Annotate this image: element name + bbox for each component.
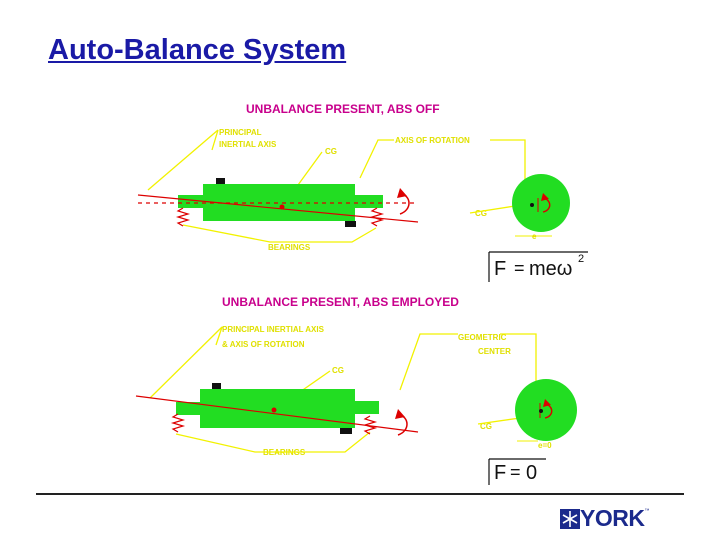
- label-eccentricity: e: [532, 232, 537, 241]
- label-geometric-center-2: CENTER: [478, 347, 511, 356]
- formula-equals: =: [514, 258, 525, 278]
- bearing-right: [369, 207, 385, 227]
- heading-abs-employed: UNBALANCE PRESENT, ABS EMPLOYED: [222, 295, 459, 309]
- label-principal-inertial-axis-rotation-1: PRINCIPAL INERTIAL AXIS: [222, 325, 325, 334]
- end-view-cg-dot: [539, 409, 543, 413]
- label-cg: CG: [325, 147, 337, 156]
- rotation-arrowhead: [395, 409, 405, 419]
- label-cg-circle: CG: [480, 422, 492, 431]
- shaft-left: [178, 195, 206, 208]
- cg-point: [279, 204, 285, 210]
- formula-rhs: 0: [526, 462, 537, 484]
- cg-point: [271, 407, 277, 413]
- slide-title: Auto-Balance System: [48, 34, 347, 66]
- principal-inertial-axis-line: [137, 194, 419, 223]
- principal-inertial-axis-line: [135, 395, 419, 433]
- footer-rule: [36, 493, 684, 495]
- rotor-body: [200, 389, 355, 428]
- unbalance-mass-top: [216, 178, 225, 184]
- york-logo-wordmark: YORK: [580, 505, 645, 531]
- label-principal-inertial-axis-rotation-2: & AXIS OF ROTATION: [222, 340, 305, 349]
- label-eccentricity-zero: e=0: [538, 441, 552, 450]
- formula-rhs: meω: [529, 258, 572, 280]
- end-view-circle: [515, 379, 577, 441]
- formula-abs-off: F = meω 2: [488, 251, 588, 282]
- bearing-left: [175, 207, 191, 227]
- label-principal-inertial-axis-2: INERTIAL AXIS: [219, 140, 277, 149]
- heading-abs-off: UNBALANCE PRESENT, ABS OFF: [246, 102, 440, 116]
- diagram-abs-off: UNBALANCE PRESENT, ABS OFF PRINCIPAL INE…: [137, 102, 588, 282]
- label-cg: CG: [332, 366, 344, 375]
- label-axis-of-rotation: AXIS OF ROTATION: [395, 136, 470, 145]
- york-logo-trademark: ™: [644, 508, 650, 514]
- formula-abs-employed: F = 0: [488, 458, 546, 485]
- end-view-circle: [512, 174, 570, 232]
- end-view-cg-dot: [530, 203, 534, 207]
- rotation-arrowhead: [397, 188, 407, 198]
- end-view-arrowhead: [543, 399, 551, 407]
- bearing-left: [170, 413, 186, 433]
- label-principal-inertial-axis-1: PRINCIPAL: [219, 128, 262, 137]
- formula-lhs: F: [494, 258, 506, 280]
- label-cg-circle: CG: [475, 209, 487, 218]
- formula-exponent: 2: [578, 253, 584, 265]
- york-logo: YORK ™: [560, 505, 649, 532]
- shaft-left: [176, 402, 204, 415]
- unbalance-mass-bottom: [345, 221, 356, 227]
- formula-lhs: F: [494, 462, 506, 484]
- bearing-right: [362, 415, 378, 435]
- shaft-right: [354, 401, 379, 414]
- formula-equals: =: [510, 462, 521, 482]
- unbalance-mass-top: [212, 383, 221, 389]
- shaft-right: [355, 195, 383, 208]
- label-bearings: BEARINGS: [268, 243, 311, 252]
- snowflake-icon: [560, 508, 580, 529]
- diagram-abs-employed: UNBALANCE PRESENT, ABS EMPLOYED PRINCIPA…: [135, 295, 577, 485]
- label-geometric-center-1: GEOMETRIC: [458, 333, 507, 342]
- end-view-arrowhead: [541, 193, 549, 201]
- balancing-mass-bottom: [340, 428, 352, 434]
